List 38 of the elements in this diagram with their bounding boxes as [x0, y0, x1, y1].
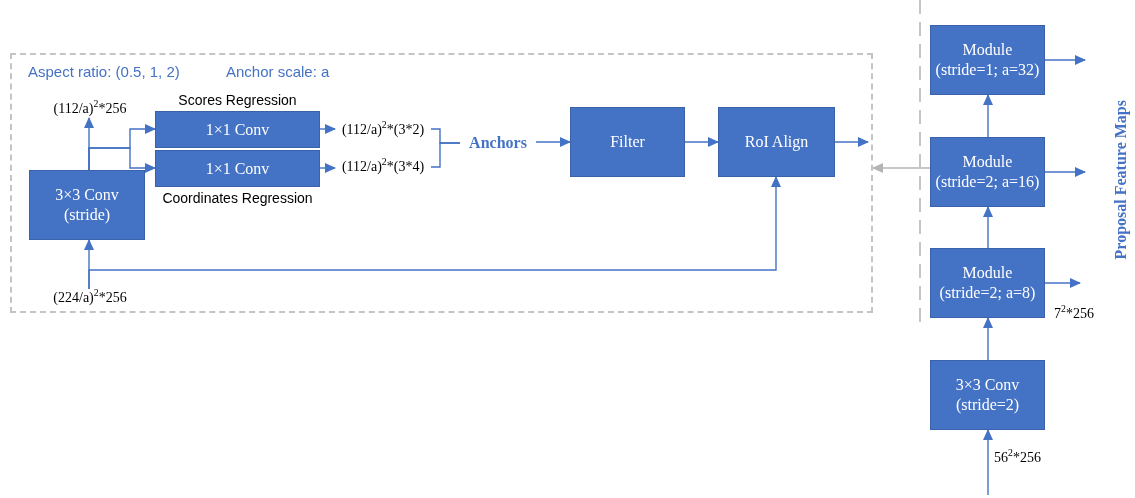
arrow	[88, 147, 156, 173]
arrow	[684, 137, 719, 147]
arrow	[834, 137, 869, 147]
size-note: 56$^{2}$*256	[994, 450, 1041, 466]
process-box: 1×1 Conv	[155, 150, 320, 187]
frame-title: Anchor scale: a	[226, 63, 330, 80]
arrow	[983, 94, 993, 138]
dashed-frame	[10, 53, 873, 313]
process-box: RoI Align	[718, 107, 835, 177]
arrow	[983, 206, 993, 249]
tensor-size-text: (112/a)$^{2}$*(3*4)	[335, 158, 431, 176]
arrow	[88, 176, 781, 290]
process-box: Module (stride=2; a=8)	[930, 248, 1045, 318]
box-heading: Coordinates Regression	[161, 189, 314, 208]
box-heading: Scores Regression	[177, 91, 298, 110]
size-note: 7$^{2}$*256	[1054, 306, 1094, 322]
process-box: Module (stride=1; a=32)	[930, 25, 1045, 95]
tensor-size-text: (112/a)$^{2}$*256	[40, 100, 140, 118]
process-box: 3×3 Conv (stride)	[29, 170, 145, 240]
arrow	[535, 137, 571, 147]
frame-title: Aspect ratio: (0.5, 1, 2)	[28, 63, 180, 80]
tensor-size-text: (112/a)$^{2}$*(3*2)	[335, 121, 431, 139]
arrow	[319, 124, 336, 134]
arrow	[1044, 167, 1086, 177]
arrow	[983, 317, 993, 361]
process-box: Filter	[570, 107, 685, 177]
process-box: 1×1 Conv	[155, 111, 320, 148]
arrow	[319, 163, 336, 173]
process-box: Module (stride=2; a=16)	[930, 137, 1045, 207]
side-title: Proposal Feature Maps	[1112, 100, 1130, 260]
arrow	[1044, 55, 1086, 65]
arrow	[983, 429, 993, 496]
arrow	[872, 163, 931, 173]
bracket-line	[430, 142, 461, 168]
anchors-label: Anchors	[460, 133, 536, 153]
arrow	[1044, 278, 1081, 288]
tensor-size-text: (224/a)$^{2}$*256	[40, 289, 140, 307]
process-box: 3×3 Conv (stride=2)	[930, 360, 1045, 430]
